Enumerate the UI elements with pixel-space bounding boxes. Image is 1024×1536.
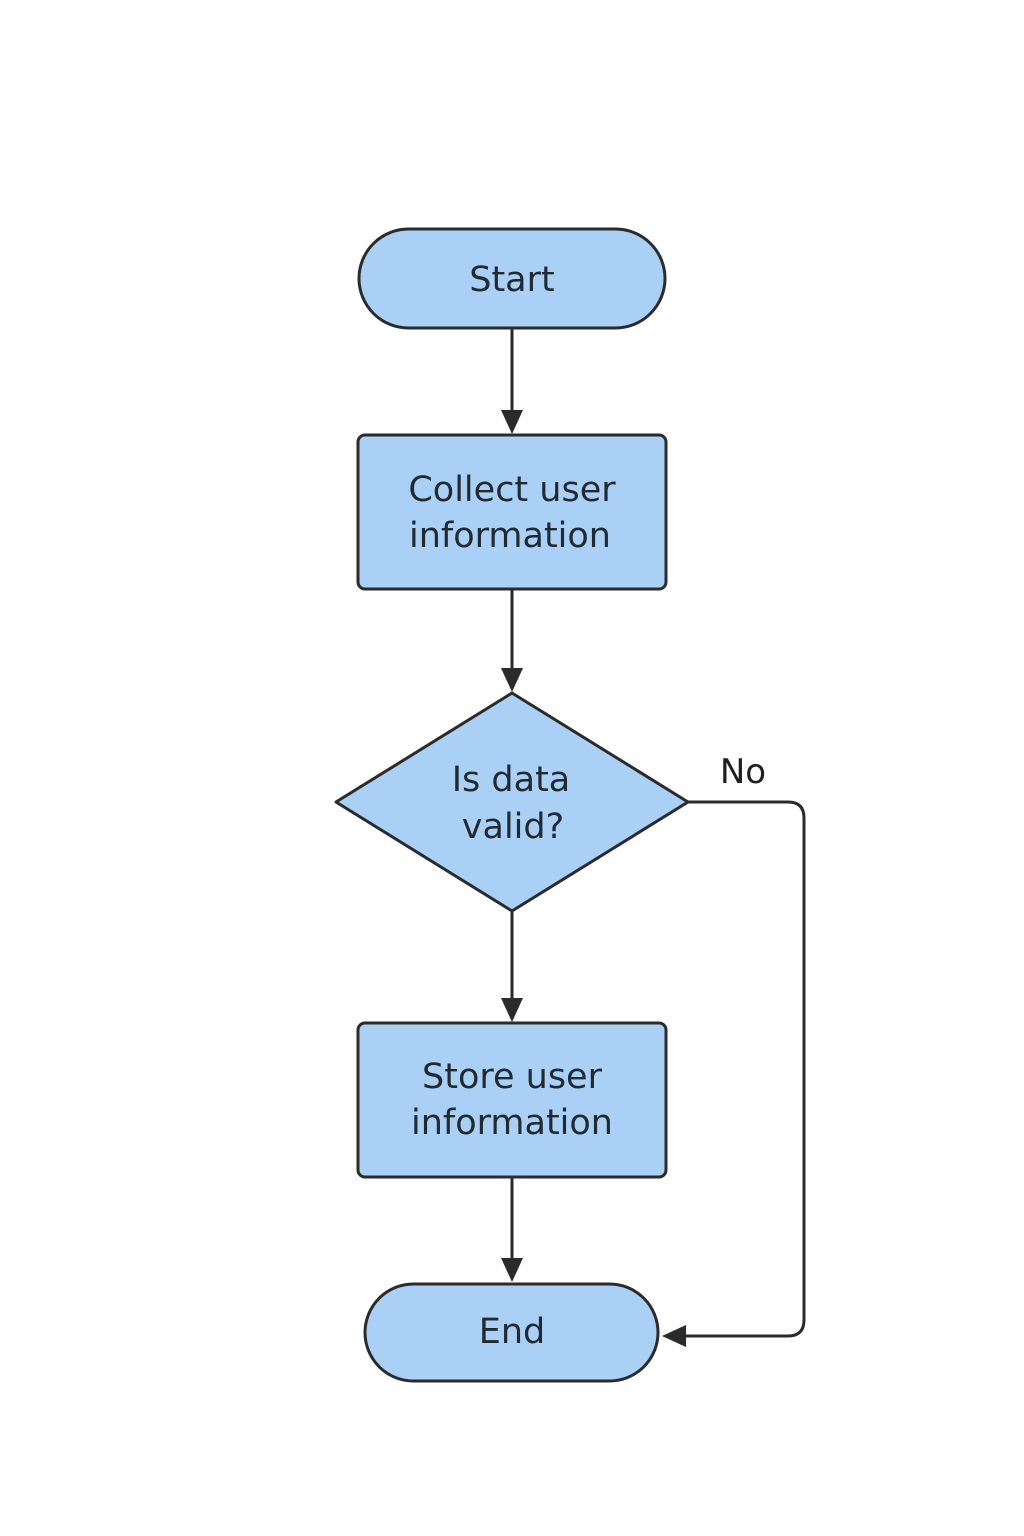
node-collect-label-line-2: information [409,516,611,556]
edge-decision-to-end-no [682,800,806,1338]
node-decision-is-data-valid: Is data valid? [334,691,690,913]
decision-shape [334,691,690,913]
node-decision-label-line-1: Is data [452,760,571,800]
node-end: End [363,1282,660,1383]
node-start: Start [357,227,667,330]
arrowhead-icon [501,410,523,434]
edge-label-no: No [720,752,766,792]
node-collect-label-line-1: Collect user [408,470,616,510]
node-decision-label-line-2: valid? [462,807,564,847]
arrowhead-icon [501,1258,523,1282]
terminator-shape [357,227,667,330]
node-store-user-information: Store user information [356,1021,668,1179]
arrowhead-icon [501,668,523,692]
process-shape [356,1021,668,1179]
node-end-label: End [479,1312,546,1352]
arrowhead-icon [501,998,523,1022]
node-store-label-line-2: information [411,1103,613,1143]
node-start-label: Start [469,260,555,300]
node-store-label-line-1: Store user [422,1057,603,1097]
arrowhead-icon [662,1325,686,1347]
node-collect-user-information: Collect user information [356,433,668,591]
connectors: No [501,329,806,1347]
process-shape [356,433,668,591]
terminator-shape [363,1282,660,1383]
